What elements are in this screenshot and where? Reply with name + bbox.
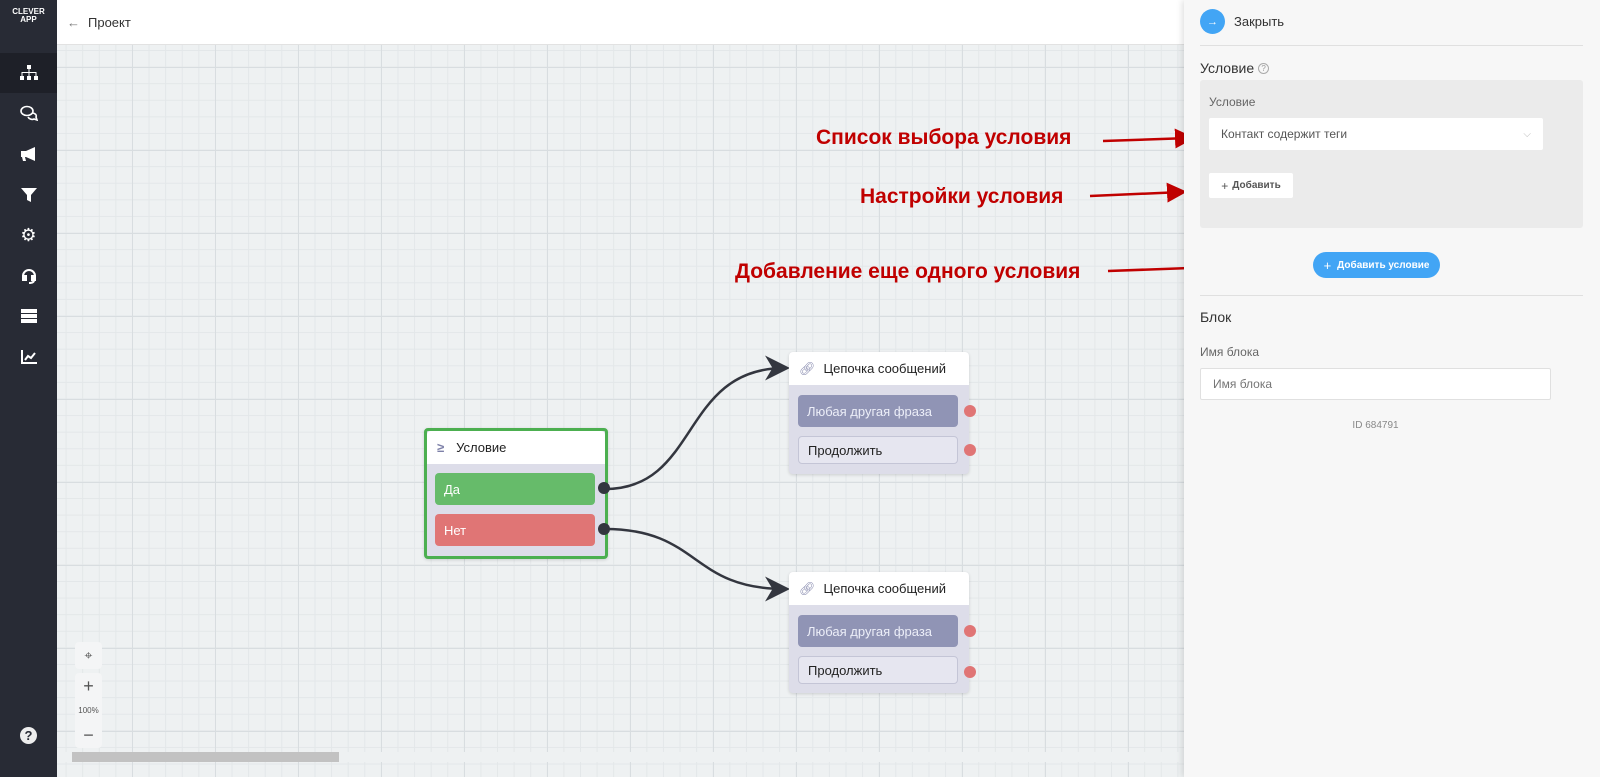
sidebar-item-database[interactable] [0,296,57,336]
annotation-condition-list: Список выбора условия [816,126,1072,149]
gear-icon: ⚙ [20,224,37,245]
no-branch[interactable]: Нет [435,514,595,546]
sitemap-icon [19,65,38,80]
zoom-out-button[interactable]: − [83,725,94,745]
output-port[interactable] [964,625,976,637]
sidebar-item-flows[interactable] [0,53,57,93]
crosshair-icon: ⌖ [84,647,93,663]
chain-node-title: Цепочка сообщений [823,361,946,376]
condition-node[interactable]: ≥ Условие Да Нет [424,428,610,559]
sidebar-item-broadcasts[interactable] [0,134,57,174]
output-port[interactable] [964,444,976,456]
scrollbar-thumb[interactable] [72,752,339,762]
chevron-down-icon: ⌵ [1523,128,1531,140]
arrow-right-icon: → [1200,9,1225,34]
filter-icon [20,188,37,202]
condition-select[interactable]: Контакт содержит теги ⌵ [1209,118,1543,150]
condition-select-value: Контакт содержит теги [1221,127,1348,141]
section-title-text: Условие [1200,60,1255,76]
properties-panel: → Закрыть Условие ? Условие Контакт соде… [1184,0,1600,777]
condition-label: Условие [1209,95,1256,109]
add-label: Добавить [1232,180,1281,191]
plus-icon: + [1221,178,1229,193]
close-label: Закрыть [1234,14,1285,29]
block-section-title: Блок [1200,309,1232,325]
annotation-add-condition: Добавление еще одного условия [735,260,1081,283]
annotation-condition-settings: Настройки условия [860,185,1064,208]
plus-icon: + [1323,257,1332,273]
chain-node-header: 🔗︎ Цепочка сообщений [789,352,969,385]
sidebar-item-analytics[interactable] [0,337,57,377]
continue-option[interactable]: Продолжить [798,656,958,684]
continue-label: Продолжить [808,442,883,458]
condition-node-title: Условие [456,440,507,455]
zoom-level: 100% [78,706,99,715]
megaphone-icon [20,147,35,161]
add-condition-button[interactable]: + Добавить условие [1313,252,1440,278]
help-circle-icon[interactable]: ? [1258,62,1270,74]
yes-label: Да [444,481,461,497]
sidebar-item-support[interactable] [0,256,57,296]
continue-option[interactable]: Продолжить [798,436,958,464]
condition-box: Условие Контакт содержит теги ⌵ +Добавит… [1200,80,1583,228]
link-icon: 🔗︎ [799,580,816,596]
chain-node-title: Цепочка сообщений [823,581,946,596]
zoom-in-button[interactable]: + [83,676,94,696]
no-output-port[interactable] [598,523,610,535]
condition-node-header: ≥ Условие [427,431,605,464]
option-label: Любая другая фраза [807,403,933,419]
topbar: ← Проект [57,0,1184,45]
divider [1200,295,1583,296]
any-phrase-option[interactable]: Любая другая фраза [798,615,958,647]
link-icon: 🔗︎ [799,360,816,376]
block-id: ID 684791 [1352,420,1399,431]
chain-node[interactable]: 🔗︎ Цепочка сообщений Любая другая фраза П… [789,352,976,474]
sidebar-item-funnels[interactable] [0,175,57,215]
no-label: Нет [444,522,467,538]
zoom-controls: + 100% − [75,673,102,748]
connection-yes [604,355,790,491]
back-label: Проект [88,14,131,30]
condition-section-title: Условие ? [1200,60,1270,76]
horizontal-scrollbar[interactable] [57,752,1184,762]
block-name-input[interactable] [1200,368,1551,400]
any-phrase-option[interactable]: Любая другая фраза [798,395,958,427]
condition-icon: ≥ [437,440,445,455]
connection-no [604,527,790,602]
headset-icon [21,269,36,284]
option-label: Любая другая фраза [807,623,933,639]
output-port[interactable] [964,666,976,678]
close-button[interactable]: → Закрыть [1200,9,1284,34]
divider [1200,45,1583,46]
chain-node[interactable]: 🔗︎ Цепочка сообщений Любая другая фраза П… [789,572,976,693]
flow-canvas[interactable] [57,45,1184,777]
yes-output-port[interactable] [598,482,610,494]
add-setting-button[interactable]: +Добавить [1209,173,1293,198]
help-button[interactable]: ? [0,715,57,755]
chat-icon [19,105,38,121]
output-port[interactable] [964,405,976,417]
block-name-label: Имя блока [1200,345,1260,359]
center-view-button[interactable]: ⌖ [75,642,102,669]
connections [604,355,790,602]
sidebar-item-settings[interactable]: ⚙ [0,215,57,255]
chain-node-header: 🔗︎ Цепочка сообщений [789,572,969,605]
help-icon: ? [20,726,37,744]
chart-icon [20,350,37,364]
yes-branch[interactable]: Да [435,473,595,505]
arrow-left-icon: ← [67,14,80,30]
sidebar-item-chats[interactable] [0,93,57,133]
continue-label: Продолжить [808,662,883,678]
database-icon [20,309,37,323]
back-button[interactable]: ← Проект [67,15,131,30]
add-condition-label: Добавить условие [1337,259,1430,271]
